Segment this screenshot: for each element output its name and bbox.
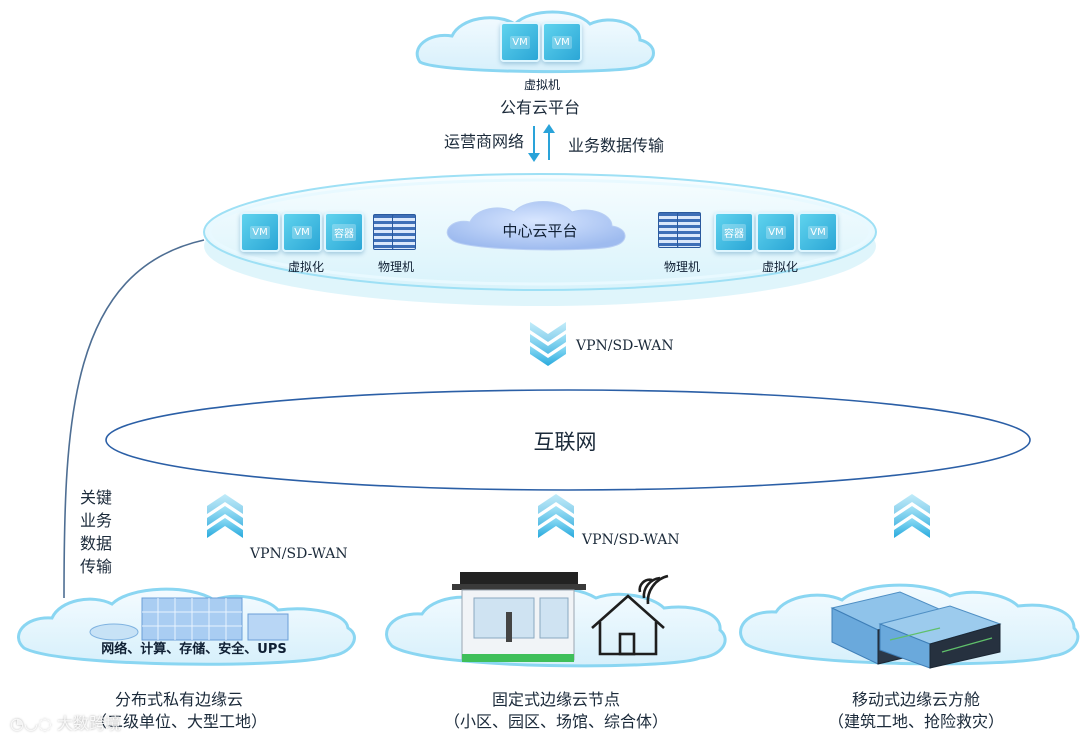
edge-left-equipment [89,597,289,641]
center-right-physical-label: 物理机 [663,260,700,274]
public-vm-1: VM [500,22,540,62]
public-vm-2: VM [542,22,582,62]
watermark-text: 大数跨境 [56,714,121,733]
watermark-logo-icon: ◔◡◌ [10,714,57,733]
public-vm-caption: 虚拟机 [523,78,560,92]
center-down-chevrons [530,322,566,366]
center-vm-left-2: VM [282,212,322,252]
edge-left-title: 分布式私有边缘云 [114,690,243,709]
center-vm-right-2: VM [798,212,838,252]
edge-left-inner-label: 网络、计算、存储、安全、UPS [101,642,287,657]
center-cloud-title: 中心云平台 [502,222,578,240]
uplink-down-label: 运营商网络 [443,132,524,151]
uplink-up-label: 业务数据传输 [568,136,665,155]
internet-ellipse [105,389,1031,491]
edge-up-chevrons [207,494,930,538]
edge-right-title: 移动式边缘云方舱 [851,690,980,709]
watermark: ◔◡◌ 大数跨境 [10,710,121,734]
side-link-curve [63,239,205,599]
center-container-left: 容器 [324,212,364,252]
center-vm-right-1: VM [756,212,796,252]
uplink-arrows [528,124,555,162]
edge-middle-link-label: VPN/SD-WAN [582,532,680,548]
center-cloud-shape [446,201,626,251]
edge-left-subtitle: （二级单位、大型工地） [90,712,267,731]
edge-middle-subtitle: （小区、园区、场馆、综合体） [443,712,668,731]
server-icon-left-2 [392,214,416,250]
edge-right-subtitle: （建筑工地、抢险救灾） [827,712,1004,731]
center-left-physical-label: 物理机 [377,260,414,274]
center-left-virtual-label: 虚拟化 [287,260,324,274]
center-container-right: 容器 [714,212,754,252]
edge-left-link-label: VPN/SD-WAN [250,546,348,562]
side-link-label: 关键 业务 数据 传输 [80,486,120,578]
center-link-label: VPN/SD-WAN [576,338,674,354]
side-link-line: 数据 [80,534,113,553]
center-vm-left-1: VM [240,212,280,252]
center-right-virtual-label: 虚拟化 [761,260,798,274]
kiosk-icon [452,572,586,662]
side-link-line: 关键 [80,488,113,507]
server-icon-right-2 [677,212,701,248]
side-link-line: 业务 [80,511,113,530]
side-link-line: 传输 [80,557,113,576]
house-wifi-icon [591,574,669,656]
mobile-shelter-icon [830,591,1002,669]
internet-title: 互联网 [533,430,597,454]
edge-middle-title: 固定式边缘云节点 [491,690,620,709]
public-cloud-title: 公有云平台 [499,98,580,117]
